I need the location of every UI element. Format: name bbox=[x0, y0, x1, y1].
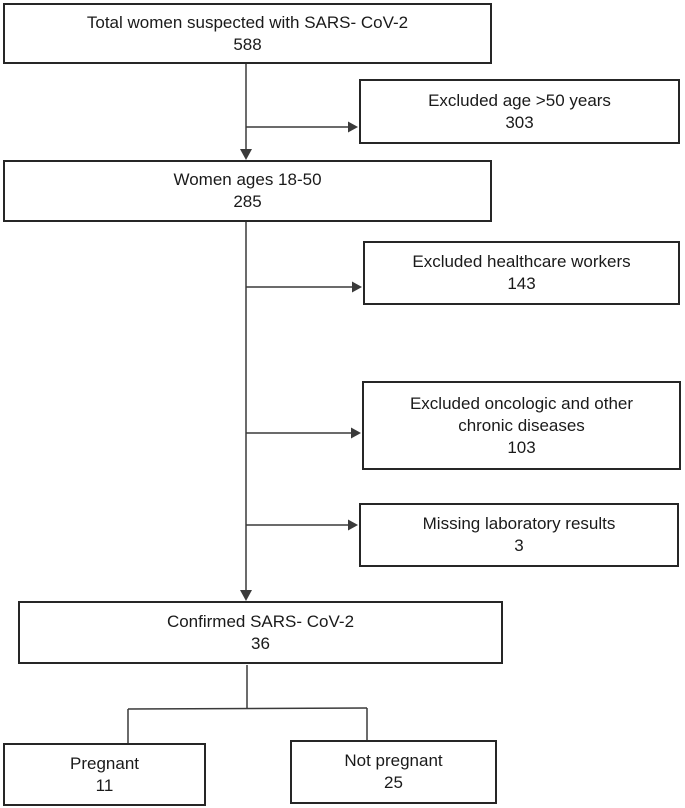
node-women-18-50-count: 285 bbox=[233, 192, 262, 211]
arrowhead-right-excluded-chronic bbox=[351, 427, 361, 439]
node-confirmed: Confirmed SARS- CoV-2 36 bbox=[18, 601, 503, 664]
node-missing-lab-results-label: Missing laboratory results bbox=[422, 514, 616, 533]
node-excluded-chronic-diseases-label: Excluded oncologic and other chronic dis… bbox=[409, 393, 634, 435]
node-excluded-healthcare-workers-count: 143 bbox=[507, 274, 536, 293]
arrowhead-right-excluded-age bbox=[348, 121, 358, 133]
node-total-women: Total women suspected with SARS- CoV-2 5… bbox=[3, 3, 492, 64]
node-total-women-count: 588 bbox=[233, 34, 262, 54]
node-women-18-50: Women ages 18-50 285 bbox=[3, 160, 492, 222]
node-pregnant-count: 11 bbox=[95, 775, 114, 795]
node-missing-lab-results-count: 3 bbox=[514, 536, 524, 555]
node-excluded-age-label: Excluded age >50 years bbox=[428, 90, 611, 110]
node-excluded-healthcare-workers-label: Excluded healthcare workers bbox=[412, 252, 631, 271]
node-confirmed-count: 36 bbox=[251, 633, 270, 653]
node-pregnant: Pregnant 11 bbox=[3, 743, 206, 806]
node-women-18-50-label: Women ages 18-50 bbox=[173, 170, 322, 189]
node-pregnant-label: Pregnant bbox=[70, 753, 139, 773]
node-excluded-age-count: 303 bbox=[505, 112, 534, 132]
arrowhead-right-missing-lab bbox=[348, 519, 358, 531]
node-excluded-age: Excluded age >50 years 303 bbox=[359, 79, 680, 144]
arrowhead-right-excluded-hcw bbox=[352, 281, 362, 293]
arrowhead-down-confirmed bbox=[240, 590, 252, 601]
node-excluded-healthcare-workers: Excluded healthcare workers 143 bbox=[363, 241, 680, 305]
arrowhead-down-women bbox=[240, 149, 252, 160]
node-total-women-label: Total women suspected with SARS- CoV-2 bbox=[86, 12, 409, 32]
node-excluded-chronic-diseases-count: 103 bbox=[507, 437, 536, 457]
node-missing-lab-results: Missing laboratory results 3 bbox=[359, 503, 679, 567]
node-excluded-chronic-diseases: Excluded oncologic and other chronic dis… bbox=[362, 381, 681, 470]
node-not-pregnant-label: Not pregnant bbox=[344, 751, 443, 770]
node-confirmed-label: Confirmed SARS- CoV-2 bbox=[166, 611, 355, 631]
node-not-pregnant: Not pregnant 25 bbox=[290, 740, 497, 804]
connector-split-horizontal bbox=[127, 707, 368, 710]
node-not-pregnant-count: 25 bbox=[384, 773, 403, 792]
